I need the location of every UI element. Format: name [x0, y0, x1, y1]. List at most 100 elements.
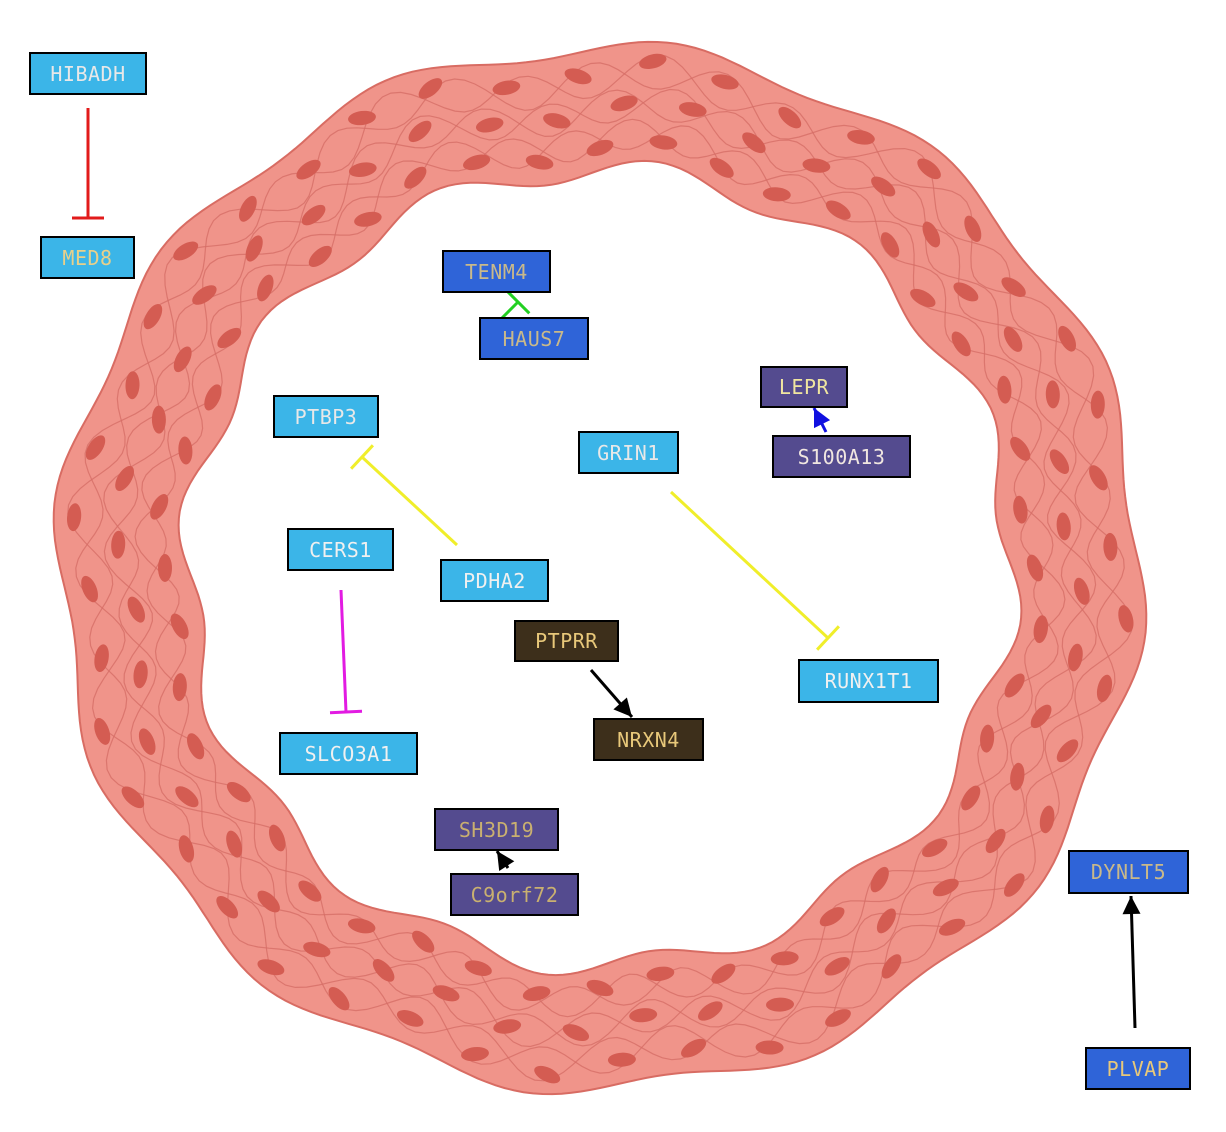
inhibition-bar: [505, 289, 531, 315]
gene-node-NRXN4[interactable]: NRXN4: [593, 718, 704, 761]
cell-nucleus: [678, 102, 707, 117]
cell-nucleus: [186, 733, 205, 760]
gene-node-CERS1[interactable]: CERS1: [287, 528, 394, 571]
cell-nucleus: [525, 154, 554, 170]
cell-nucleus: [1004, 873, 1025, 897]
gene-node-SLCO3A1[interactable]: SLCO3A1: [279, 732, 418, 775]
cell-nucleus: [562, 1024, 590, 1042]
cell-nucleus: [802, 158, 831, 173]
cell-boundary: [103, 88, 1097, 1048]
cell-nucleus: [432, 985, 460, 1002]
cell-nucleus: [463, 154, 491, 171]
gene-node-PTBP3[interactable]: PTBP3: [273, 395, 379, 438]
cell-nucleus: [711, 74, 739, 90]
cell-nucleus: [150, 494, 169, 520]
gene-node-MED8[interactable]: MED8: [40, 236, 135, 279]
cell-nucleus: [1039, 805, 1055, 834]
gene-node-PDHA2[interactable]: PDHA2: [440, 559, 549, 602]
cell-nucleus: [1090, 390, 1105, 419]
gene-node-PLVAP[interactable]: PLVAP: [1085, 1047, 1191, 1090]
cell-nucleus: [755, 1040, 784, 1055]
cell-nucleus: [257, 890, 280, 913]
arrow-head: [497, 851, 515, 871]
cell-nucleus: [1073, 577, 1090, 605]
edge-TENM4-HAUS7: [498, 289, 531, 322]
cell-ring-cells: [66, 53, 1134, 1084]
gene-node-LEPR[interactable]: LEPR: [760, 366, 848, 408]
edge-C9orf72-SH3D19: [495, 850, 515, 871]
cell-nucleus: [178, 835, 195, 863]
gene-node-C9orf72[interactable]: C9orf72: [450, 873, 579, 916]
cell-nucleus: [922, 221, 941, 248]
cell-nucleus: [681, 1038, 707, 1058]
cell-nucleus: [1056, 512, 1071, 541]
cell-nucleus: [766, 997, 794, 1012]
cell-nucleus: [910, 288, 936, 308]
cell-nucleus: [404, 166, 427, 189]
cell-nucleus: [953, 282, 979, 302]
cell-nucleus: [646, 966, 675, 982]
cell-nucleus: [985, 828, 1006, 854]
cell-nucleus: [649, 135, 678, 150]
cell-nucleus: [711, 963, 736, 984]
cell-nucleus: [257, 274, 274, 302]
cell-nucleus: [115, 465, 134, 492]
gene-node-S100A13[interactable]: S100A13: [772, 435, 911, 478]
cell-nucleus: [997, 375, 1012, 404]
cell-nucleus: [1103, 532, 1118, 561]
inhibition-bar: [329, 709, 363, 715]
cell-nucleus: [778, 106, 802, 129]
cell-nucleus: [239, 195, 257, 222]
cell-nucleus: [347, 918, 376, 934]
cell-nucleus: [464, 960, 492, 976]
edge-PTPRR-NRXN4: [589, 669, 634, 718]
cell-nucleus: [824, 957, 850, 976]
gene-node-GRIN1[interactable]: GRIN1: [578, 431, 679, 474]
gene-node-RUNX1T1[interactable]: RUNX1T1: [798, 659, 939, 703]
cell-nucleus: [408, 120, 432, 143]
edge-PLVAP-DYNLT5: [1122, 895, 1141, 1029]
arrow-head: [814, 408, 831, 429]
gene-node-SH3D19[interactable]: SH3D19: [434, 808, 559, 851]
cell-nucleus: [1026, 554, 1044, 582]
gene-node-HIBADH[interactable]: HIBADH: [29, 52, 147, 95]
cell-nucleus: [1045, 380, 1060, 409]
cell-nucleus: [698, 1001, 723, 1021]
cell-nucleus: [348, 110, 376, 126]
cell-boundary: [103, 89, 1097, 1047]
cell-nucleus: [257, 959, 285, 976]
edge-CERS1-SLCO3A1: [329, 589, 363, 715]
cell-nucleus: [268, 824, 286, 852]
inhibition-bar: [350, 444, 374, 470]
cell-nucleus: [127, 596, 146, 623]
cell-nucleus: [216, 895, 239, 919]
gene-node-TENM4[interactable]: TENM4: [442, 250, 551, 293]
gene-node-DYNLT5[interactable]: DYNLT5: [1068, 850, 1189, 894]
cell-nucleus: [143, 304, 163, 330]
cell-nucleus: [1096, 674, 1113, 703]
cell-nucleus: [475, 117, 504, 133]
cell-nucleus: [819, 907, 845, 927]
edge-S100A13-LEPR: [812, 407, 831, 433]
cell-nucleus: [492, 80, 521, 96]
gene-node-HAUS7[interactable]: HAUS7: [479, 317, 589, 360]
cell-nucleus: [245, 235, 263, 262]
cell-nucleus: [951, 331, 971, 357]
cell-nucleus: [770, 951, 799, 966]
cell-nucleus: [610, 95, 638, 112]
cell-nucleus: [564, 68, 592, 85]
gene-node-PTPRR[interactable]: PTPRR: [514, 620, 619, 662]
cell-nucleus: [175, 786, 199, 808]
cell-nucleus: [192, 285, 217, 305]
cell-nucleus: [170, 613, 189, 640]
cell-nucleus: [217, 327, 242, 349]
cell-nucleus: [138, 728, 156, 755]
cell-nucleus: [961, 785, 981, 811]
cell-nucleus: [964, 215, 982, 242]
cell-nucleus: [871, 176, 896, 197]
cell-ring-body: [52, 40, 1148, 1096]
cell-nucleus: [348, 162, 377, 178]
edge-GRIN1-RUNX1T1: [669, 490, 840, 651]
cell-nucleus: [226, 830, 243, 858]
